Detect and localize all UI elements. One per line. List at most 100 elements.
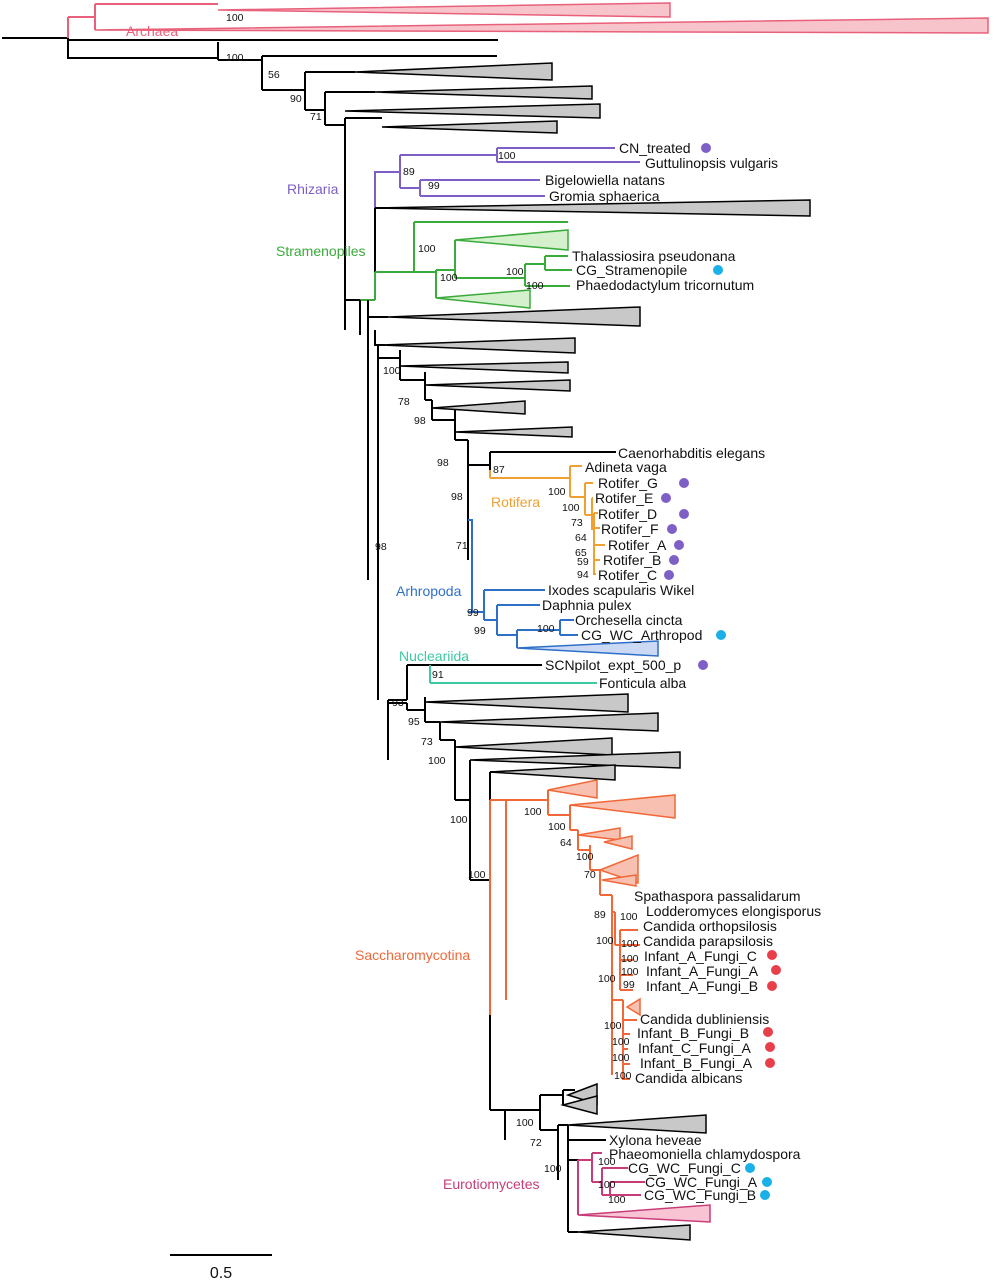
support-sacc9: 100 xyxy=(621,938,639,950)
nucleariida-clade xyxy=(429,665,597,684)
support-sacc14: 100 xyxy=(604,1020,622,1032)
support-sacc17: 100 xyxy=(614,1070,632,1082)
arthropoda-collapsed xyxy=(516,640,659,657)
support-euro5: 100 xyxy=(598,1179,616,1191)
backbone xyxy=(67,38,498,330)
sample-dot-cg-wc-arthropod xyxy=(716,630,726,640)
leaf-scnpilot: SCNpilot_expt_500_p xyxy=(545,657,681,673)
leaf-lodderomyces: Lodderomyces elongisporus xyxy=(646,903,821,919)
support-n4: 71 xyxy=(310,111,322,123)
archaea-clade: 100 Archaea xyxy=(2,2,989,39)
leaf-infant-a-fungi-b: Infant_A_Fungi_B xyxy=(646,978,758,994)
sacc-collapsed-6 xyxy=(625,997,641,1017)
sample-dot-cg-wc-fungi-b xyxy=(760,1190,770,1200)
collapsed-clade-3 xyxy=(344,103,601,119)
support-caeno-rot: 87 xyxy=(493,464,505,476)
sample-dot-infant-c-fungi-a xyxy=(765,1042,775,1052)
support-fungi2: 95 xyxy=(408,716,420,728)
sample-dot-infant-a-fungi-a xyxy=(771,965,781,975)
support-n2: 56 xyxy=(268,69,280,81)
support-rot6: 59 xyxy=(577,556,589,568)
support-euro6: 100 xyxy=(608,1194,626,1206)
mid-backbone xyxy=(359,300,616,760)
leaf-adineta: Adineta vaga xyxy=(585,459,667,475)
eurotiomycetes-collapsed xyxy=(577,1204,711,1223)
support-sacc12: 99 xyxy=(623,979,635,991)
leaf-rotifer-d: Rotifer_D xyxy=(598,506,657,522)
support-sacc15: 100 xyxy=(612,1036,630,1048)
support-sacc2: 100 xyxy=(548,821,566,833)
support-cg-phaeo: 100 xyxy=(526,280,544,292)
support-fungi6: 100 xyxy=(468,869,486,881)
stramenopile-collapsed-1 xyxy=(454,229,569,251)
sacc-collapsed-4 xyxy=(603,835,633,850)
support-opist3: 98 xyxy=(414,415,426,427)
sample-dot-rotifer-e xyxy=(661,493,671,503)
collapsed-clade-7 xyxy=(399,361,569,374)
leaf-cg-wc-fungi-a: CG_WC_Fungi_A xyxy=(645,1174,758,1190)
sacc-collapsed-7 xyxy=(601,874,637,887)
support-rot2: 100 xyxy=(562,502,580,514)
support-euro3: 100 xyxy=(544,1163,562,1175)
collapsed-clade-11 xyxy=(424,693,629,713)
sample-dot-infant-a-fungi-c xyxy=(767,950,777,960)
leaf-xylona: Xylona heveae xyxy=(609,1132,702,1148)
support-rhizaria-in: 89 xyxy=(403,166,415,178)
support-euro4: 100 xyxy=(598,1156,616,1168)
collapsed-clade-14 xyxy=(469,751,681,769)
leaf-infant-b-fungi-b: Infant_B_Fungi_B xyxy=(637,1025,749,1041)
leaf-infant-c-fungi-a: Infant_C_Fungi_A xyxy=(638,1040,752,1056)
support-sacc1: 100 xyxy=(524,806,542,818)
support-bige-grom: 99 xyxy=(428,180,440,192)
leaf-cg-wc-arthropod: CG_WC_Arthropod xyxy=(581,627,702,643)
support-rot3: 73 xyxy=(571,517,583,529)
leaf-rotifer-g: Rotifer_G xyxy=(598,475,658,491)
leaf-bigelowiella: Bigelowiella natans xyxy=(545,172,665,188)
support-sacc6: 89 xyxy=(594,909,606,921)
collapsed-clade-12 xyxy=(439,712,659,732)
leaf-rotifer-a: Rotifer_A xyxy=(608,537,667,553)
sample-dot-infant-a-fungi-b xyxy=(767,981,777,991)
rotifera-clade xyxy=(489,465,605,575)
support-rot7: 94 xyxy=(577,569,589,581)
sample-dot-infant-b-fungi-a xyxy=(765,1058,775,1068)
leaf-spathaspora: Spathaspora passalidarum xyxy=(634,888,801,904)
support-sacc4: 100 xyxy=(576,851,594,863)
leaf-cg-wc-fungi-c: CG_WC_Fungi_C xyxy=(628,1160,741,1176)
clade-label-eurotiomycetes: Eurotiomycetes xyxy=(443,1176,539,1192)
collapsed-clade-10 xyxy=(454,426,573,438)
leaf-c-albicans: Candida albicans xyxy=(635,1070,742,1086)
leaf-c-parapsilosis: Candida parapsilosis xyxy=(643,933,773,949)
sample-dot-cg-wc-fungi-a xyxy=(762,1177,772,1187)
leaf-c-dubliniensis: Candida dubliniensis xyxy=(640,1011,769,1027)
support-n3: 90 xyxy=(290,93,302,105)
support-sacc7: 100 xyxy=(620,911,638,923)
support-fungi4: 100 xyxy=(428,755,446,767)
stramenopile-collapsed-2 xyxy=(435,289,531,309)
support-opist2: 78 xyxy=(398,396,410,408)
clade-label-rotifera: Rotifera xyxy=(491,494,540,510)
collapsed-clade-18 xyxy=(567,1114,707,1134)
archaea-collapsed-triangle-1 xyxy=(217,2,671,18)
support-sacc16: 100 xyxy=(612,1052,630,1064)
saccharomycotina-clade xyxy=(489,790,640,1080)
arthropoda-clade xyxy=(468,519,578,648)
leaf-infant-a-fungi-a: Infant_A_Fungi_A xyxy=(646,963,759,979)
collapsed-clade-9 xyxy=(431,400,526,415)
clade-label-archaea: Archaea xyxy=(126,23,178,39)
sacc-collapsed-2 xyxy=(569,794,676,819)
support-arth2: 99 xyxy=(474,625,486,637)
support-thal-cg: 100 xyxy=(506,266,524,278)
support-euro1: 100 xyxy=(516,1117,534,1129)
collapsed-clade-15 xyxy=(489,764,616,781)
sample-dot-rotifer-f xyxy=(667,524,677,534)
support-archaea: 100 xyxy=(226,12,244,24)
sacc-collapsed-1 xyxy=(547,779,598,799)
leaf-cg-wc-fungi-b: CG_WC_Fungi_B xyxy=(644,1187,756,1203)
support-cn-gutt: 100 xyxy=(498,150,516,162)
collapsed-clade-17 xyxy=(560,1095,598,1115)
support-fungi1: 93 xyxy=(392,697,404,709)
collapsed-clade-6 xyxy=(379,337,576,354)
sample-dot-rotifer-c xyxy=(664,570,674,580)
